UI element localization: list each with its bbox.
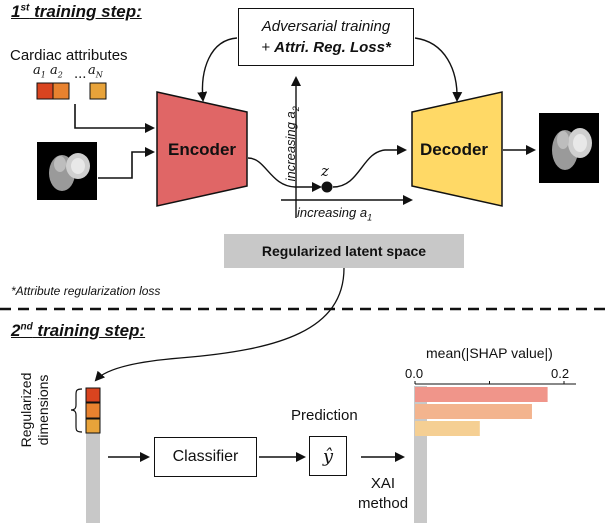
step2-title: 2nd training step: <box>11 321 146 340</box>
shap-chart-title: mean(|SHAP value|) <box>426 345 553 361</box>
regularized-latent-space-bar: Regularized latent space <box>224 234 464 268</box>
latent-x-axis-label: increasing a1 <box>297 205 373 223</box>
prediction-yhat-box: ŷ <box>309 436 347 476</box>
prediction-label: Prediction <box>291 407 358 424</box>
attribute-square-1 <box>36 82 54 100</box>
shap-tick-0: 0.0 <box>405 366 424 381</box>
decoder-label: Decoder <box>420 140 489 159</box>
latent-z-label: z <box>321 162 329 180</box>
adversarial-to-decoder-arrow <box>414 37 463 102</box>
shap-feature-column <box>414 386 427 523</box>
attribute-labels: a1 a2 ... aN <box>33 63 103 82</box>
classifier-box: Classifier <box>154 437 257 477</box>
adversarial-training-box: Adversarial training + Attri. Reg. Loss* <box>238 8 414 66</box>
latent-to-dimensions-arrow <box>94 267 345 382</box>
z-to-decoder-curve <box>332 145 407 188</box>
latent-point-z <box>321 181 333 193</box>
shap-bar-3 <box>415 421 480 436</box>
image-to-encoder-arrow <box>98 147 155 179</box>
encoder-shape <box>156 91 248 207</box>
cardiac-attributes-label: Cardiac attributes <box>10 47 128 64</box>
adversarial-line2: + Attri. Reg. Loss* <box>261 39 391 56</box>
shap-bar-1 <box>415 387 548 402</box>
footnote: *Attribute regularization loss <box>11 284 161 298</box>
dimensions-brace <box>70 388 83 433</box>
reg-dim-1 <box>85 387 101 403</box>
reg-dim-2 <box>85 402 101 419</box>
step1-title: 1st training step: <box>11 2 142 21</box>
regularized-dimensions-label: Regularized dimensions <box>18 372 51 448</box>
xai-method-label: XAI method <box>358 475 409 512</box>
reg-dim-3 <box>85 418 101 434</box>
attribute-square-2 <box>52 82 70 100</box>
adversarial-line1: Adversarial training <box>261 18 391 35</box>
encoder-label: Encoder <box>168 140 237 159</box>
shap-bar-chart <box>414 381 576 523</box>
shap-bar-2 <box>415 404 532 419</box>
decoder-shape <box>411 91 503 207</box>
encoder-to-z-curve <box>247 157 322 192</box>
shap-tick-1: 0.2 <box>551 366 570 381</box>
attribute-square-n <box>89 82 107 100</box>
adversarial-to-encoder-arrow <box>197 37 238 102</box>
attributes-to-encoder-arrow <box>74 104 155 133</box>
latent-y-axis-label: increasing a2 <box>283 106 301 182</box>
